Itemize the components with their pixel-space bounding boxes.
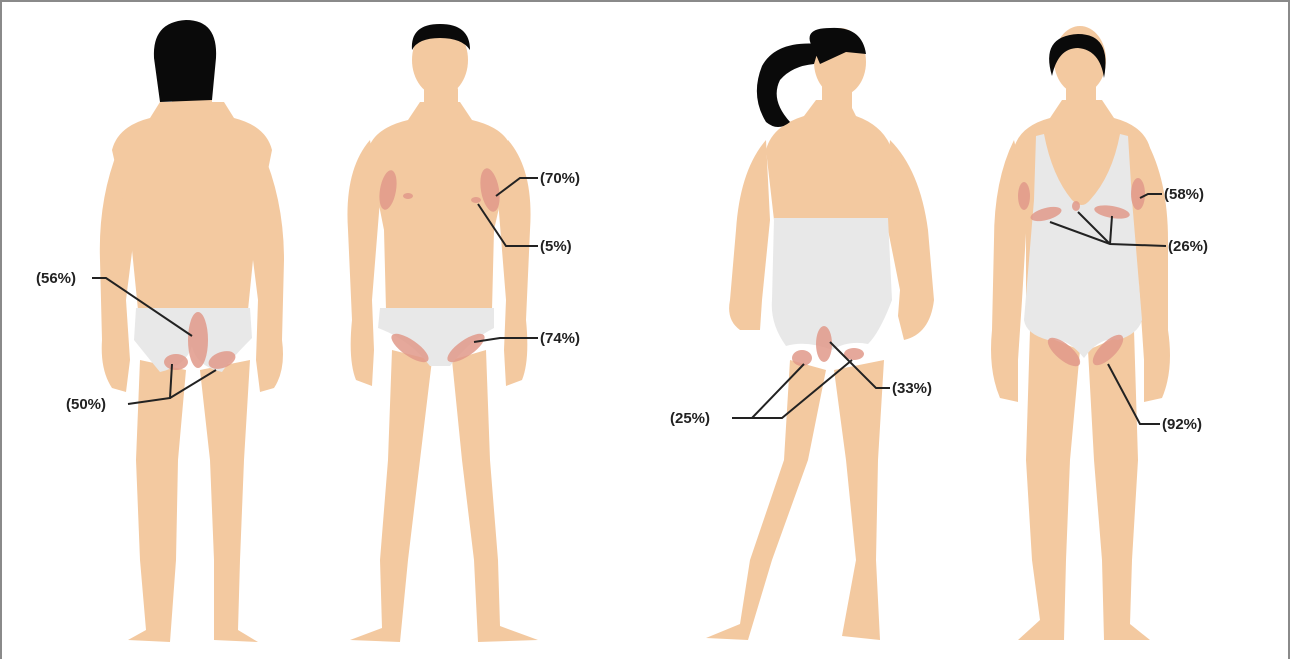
label-male-front-groin: (74%) bbox=[540, 330, 580, 347]
male-back-figure: (56%) (50%) bbox=[36, 20, 284, 642]
label-female-back-thigh: (25%) bbox=[670, 410, 710, 427]
female-front-figure: (58%) (26%) (92%) bbox=[991, 26, 1208, 640]
label-male-front-breast: (5%) bbox=[540, 238, 572, 255]
label-female-back-buttock: (33%) bbox=[892, 380, 932, 397]
label-female-front-groin: (92%) bbox=[1162, 416, 1202, 433]
male-front-figure: (70%) (5%) (74%) bbox=[347, 24, 580, 642]
label-male-front-axilla: (70%) bbox=[540, 170, 580, 187]
female-back-figure: (25%) (33%) bbox=[670, 28, 934, 640]
label-male-back-buttock: (56%) bbox=[36, 270, 76, 287]
label-male-back-thigh: (50%) bbox=[66, 396, 106, 413]
label-female-front-inframammary: (26%) bbox=[1168, 238, 1208, 255]
label-female-front-axilla: (58%) bbox=[1164, 186, 1204, 203]
